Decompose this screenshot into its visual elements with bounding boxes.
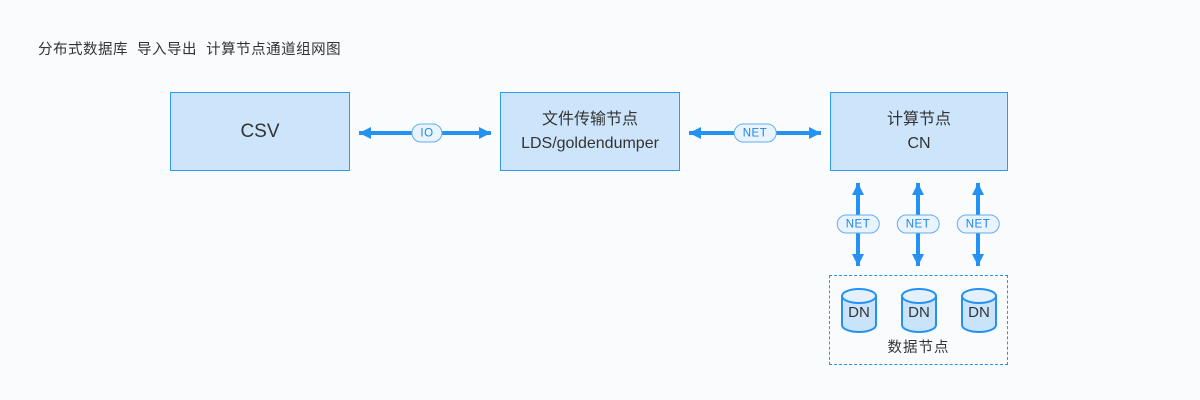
node-compute: 计算节点 CN xyxy=(830,92,1008,171)
database-icon xyxy=(841,288,877,333)
node-compute-title: 计算节点 xyxy=(886,110,951,128)
link-label-net-h: NET xyxy=(733,123,777,143)
data-node-group: DN DN DN 数据节点 xyxy=(829,275,1008,365)
dn-label: DN xyxy=(908,304,930,321)
dn-cylinder-3: DN xyxy=(960,287,998,334)
link-label-io: IO xyxy=(411,123,443,143)
database-icon xyxy=(961,288,997,333)
node-csv-label: CSV xyxy=(240,120,280,142)
diagram-title: 分布式数据库 导入导出 计算节点通道组网图 xyxy=(38,42,342,58)
link-label-net-v2: NET xyxy=(896,214,940,234)
dn-label: DN xyxy=(968,304,990,321)
node-csv: CSV xyxy=(170,92,350,171)
node-file-transfer: 文件传输节点 LDS/goldendumper xyxy=(500,92,680,171)
node-compute-subtitle: CN xyxy=(907,134,931,152)
node-file-transfer-subtitle: LDS/goldendumper xyxy=(521,134,659,152)
node-file-transfer-title: 文件传输节点 xyxy=(541,110,638,128)
data-node-group-caption: 数据节点 xyxy=(887,340,950,356)
dn-cylinder-1: DN xyxy=(840,287,878,334)
dn-label: DN xyxy=(848,304,870,321)
link-label-net-v1: NET xyxy=(836,214,880,234)
link-label-net-v3: NET xyxy=(956,214,1000,234)
database-icon xyxy=(901,288,937,333)
dn-cylinder-2: DN xyxy=(900,287,938,334)
